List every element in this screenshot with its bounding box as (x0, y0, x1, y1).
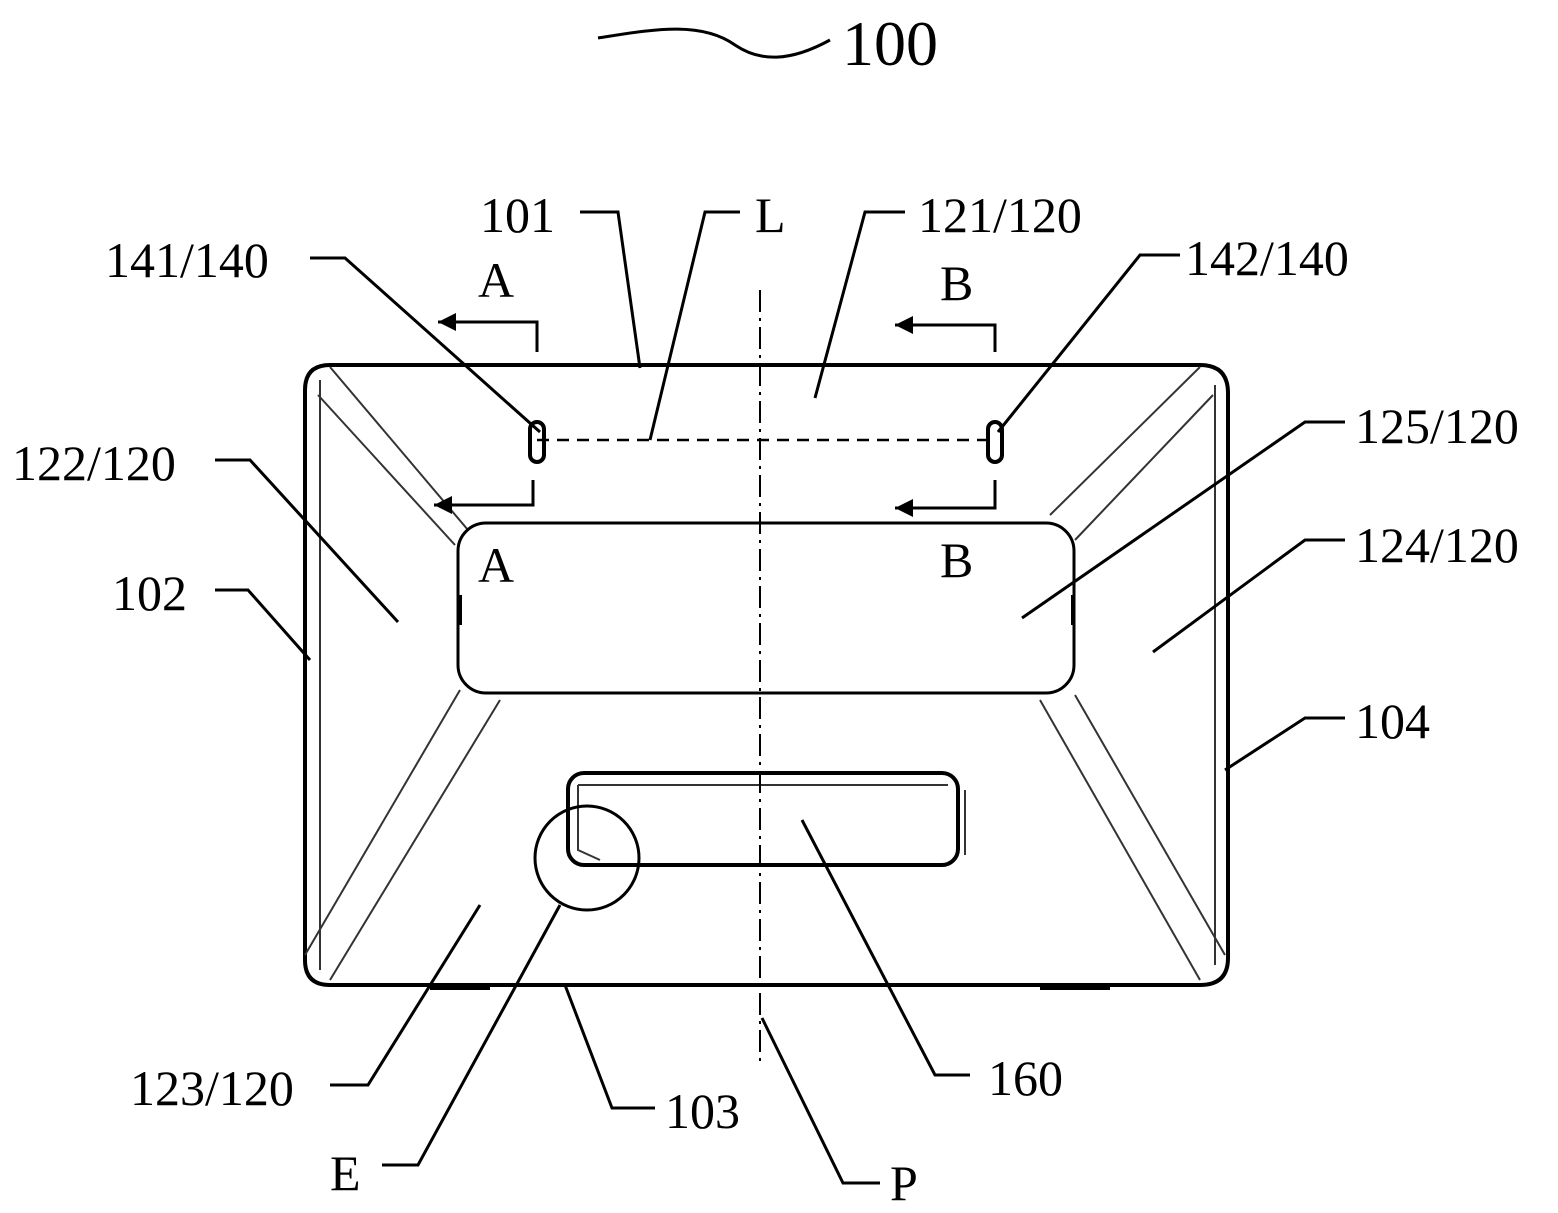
leader-104 (1224, 716, 1345, 772)
label-104: 104 (1355, 693, 1430, 749)
section-a-top-arrow (438, 313, 539, 352)
leader-121 (813, 210, 905, 399)
leader-e (382, 904, 562, 1167)
slot-141 (528, 420, 546, 464)
leader-123 (330, 904, 482, 1087)
leader-125 (1021, 420, 1345, 620)
label-121: 121/120 (918, 187, 1082, 243)
leader-101 (580, 210, 642, 369)
bevel-upper-right (1049, 366, 1214, 541)
section-b-bottom-letter: B (940, 532, 973, 588)
leader-p (760, 1017, 880, 1185)
center-panel (456, 521, 1076, 695)
section-a-bottom-letter: A (478, 537, 514, 593)
leader-124 (1152, 538, 1345, 654)
section-a-top-letter: A (478, 252, 514, 308)
label-160: 160 (988, 1050, 1063, 1106)
section-b-bottom-arrow (895, 480, 997, 517)
bevel-upper-left (317, 366, 469, 546)
leader-142 (996, 253, 1180, 433)
label-102: 102 (112, 565, 187, 621)
label-101: 101 (480, 187, 555, 243)
outer-body-inner-edge (319, 380, 1216, 970)
slot-160 (566, 771, 960, 867)
section-b-top-letter: B (940, 255, 973, 311)
label-142: 142/140 (1185, 230, 1349, 286)
leader-141 (310, 256, 541, 434)
main-label-squiggle (597, 27, 831, 59)
slot-142 (986, 420, 1004, 464)
bevel-lower-left (304, 689, 501, 981)
leader-160 (800, 819, 970, 1077)
label-124: 124/120 (1355, 517, 1519, 573)
slot-160-inner (577, 784, 966, 861)
leader-102 (215, 588, 312, 661)
label-122: 122/120 (12, 435, 176, 491)
leader-122 (215, 458, 400, 624)
section-a-bottom-arrow (434, 480, 535, 514)
section-b-top-arrow (895, 316, 997, 352)
label-103: 103 (665, 1083, 740, 1139)
label-125: 125/120 (1355, 398, 1519, 454)
leader-103 (563, 984, 655, 1110)
label-123: 123/120 (130, 1060, 294, 1116)
label-p: P (890, 1155, 918, 1211)
outer-body (303, 363, 1230, 987)
label-e: E (330, 1145, 361, 1201)
bevel-lower-right (1039, 694, 1226, 981)
main-label: 100 (842, 8, 938, 79)
leader-l (648, 210, 740, 441)
detail-circle-e (533, 804, 641, 912)
label-141: 141/140 (105, 232, 269, 288)
label-l: L (755, 187, 786, 243)
